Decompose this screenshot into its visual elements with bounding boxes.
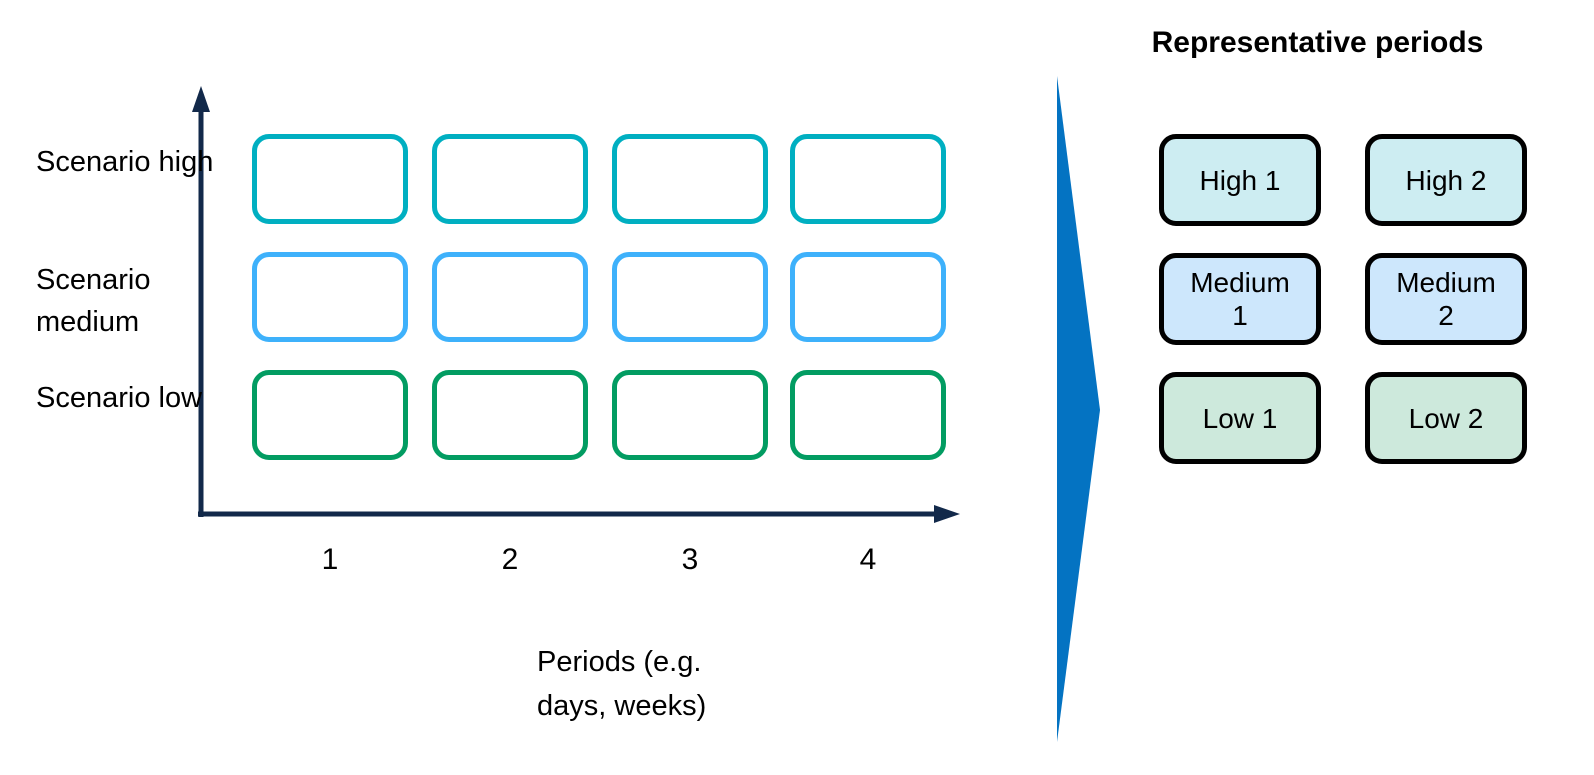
x-axis-title: Periods (e.g. days, weeks) <box>537 646 707 722</box>
x-tick-2: 2 <box>501 543 519 576</box>
rep-box-label: High 2 <box>1405 164 1487 196</box>
rep-box-label: Medium 1 <box>1190 267 1290 331</box>
scenario-high-label: Scenario high <box>36 146 214 178</box>
grid-cell-low-1 <box>252 370 408 460</box>
grid-cell-medium-3 <box>612 252 768 342</box>
rep-box-label: High 1 <box>1199 164 1281 196</box>
rep-box-low-1: Low 1 <box>1159 372 1321 464</box>
rep-box-label: Medium 2 <box>1396 267 1496 331</box>
grid-cell-low-4 <box>790 370 946 460</box>
grid-cell-low-2 <box>432 370 588 460</box>
grid-cell-medium-1 <box>252 252 408 342</box>
rep-box-label: Low 2 <box>1408 402 1484 434</box>
y-axis-arrowhead-icon <box>192 86 210 112</box>
rep-box-low-2: Low 2 <box>1365 372 1527 464</box>
rep-box-high-1: High 1 <box>1159 134 1321 226</box>
representative-periods-title: Representative periods <box>1151 26 1484 59</box>
rep-box-medium-1: Medium 1 <box>1159 253 1321 345</box>
grid-cell-high-2 <box>432 134 588 224</box>
transformation-arrow-shape <box>1057 76 1100 742</box>
x-axis-arrowhead-icon <box>934 505 960 523</box>
grid-cell-high-3 <box>612 134 768 224</box>
grid-cell-medium-4 <box>790 252 946 342</box>
grid-cell-low-3 <box>612 370 768 460</box>
grid-cell-medium-2 <box>432 252 588 342</box>
rep-box-label: Low 1 <box>1202 402 1278 434</box>
x-tick-3: 3 <box>681 543 699 576</box>
rep-box-medium-2: Medium 2 <box>1365 253 1527 345</box>
x-tick-1: 1 <box>321 543 339 576</box>
grid-cell-high-4 <box>790 134 946 224</box>
scenario-low-label: Scenario low <box>36 382 203 414</box>
rep-box-high-2: High 2 <box>1365 134 1527 226</box>
x-tick-4: 4 <box>859 543 877 576</box>
grid-cell-high-1 <box>252 134 408 224</box>
scenario-medium-label: Scenario medium <box>36 264 151 338</box>
